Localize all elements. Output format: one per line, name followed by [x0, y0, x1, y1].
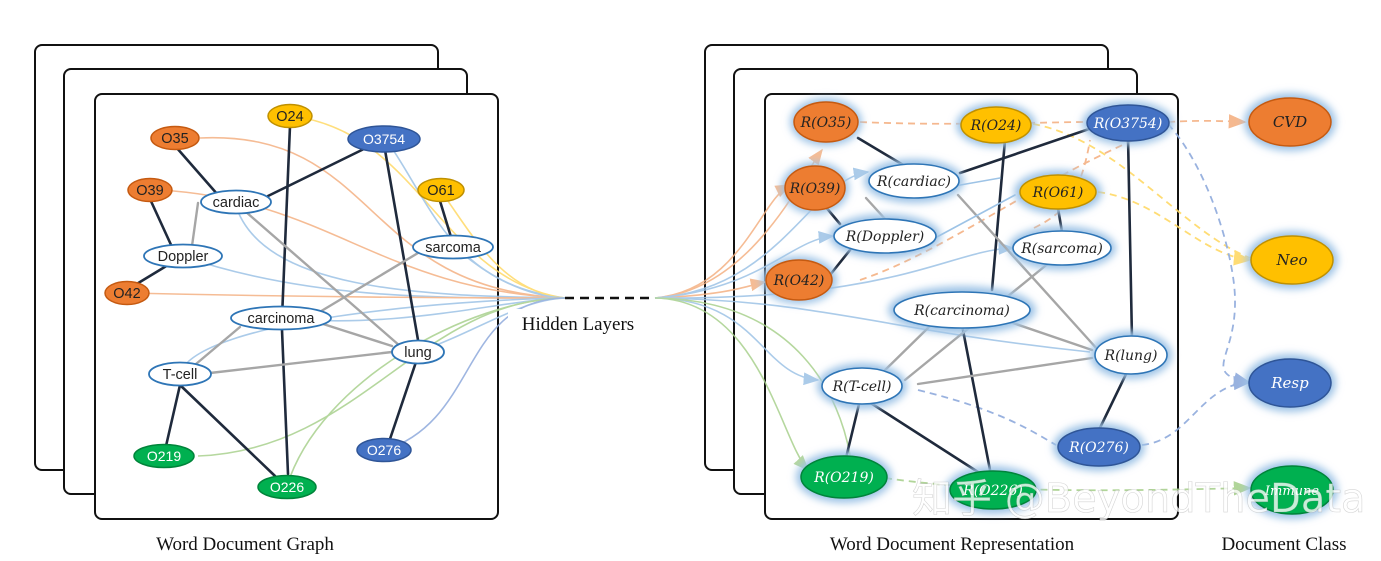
node-tcell: T-cell: [148, 361, 212, 387]
node-lung: lung: [391, 339, 445, 365]
rep-node-tcell: R(T-cell): [817, 363, 907, 409]
node-label: R(O226): [962, 483, 1023, 499]
rep-node-lung: R(lung): [1090, 331, 1172, 379]
node-label: R(cardiac): [876, 174, 951, 190]
node-label: R(lung): [1104, 348, 1158, 364]
class-node-immune: Immune: [1246, 461, 1338, 519]
node-label: lung: [404, 345, 431, 361]
rep-node-o276: R(O276): [1053, 423, 1145, 471]
class-label: Resp: [1270, 374, 1309, 392]
node-label: R(O219): [813, 470, 874, 486]
rep-node-o42: R(O42): [761, 256, 837, 304]
class-nodes: CVD Neo Resp Immune: [1244, 93, 1338, 519]
node-label: O219: [147, 448, 181, 464]
node-o35: O35: [150, 125, 200, 151]
node-label: R(carcinoma): [913, 303, 1010, 319]
rep-node-cardiac: R(cardiac): [864, 159, 964, 203]
caption-document-class: Document Class: [1221, 534, 1346, 555]
class-label: CVD: [1273, 113, 1307, 131]
node-label: O42: [113, 286, 140, 302]
node-label: R(O3754): [1093, 116, 1163, 132]
node-label: O35: [161, 131, 188, 147]
graph-nodes: O35 O24 O3754 O39 O61 cardiac sarcoma Do…: [104, 103, 494, 500]
node-o39: O39: [127, 177, 173, 203]
caption-hidden-layers: Hidden Layers: [522, 314, 634, 335]
node-sarcoma: sarcoma: [412, 234, 494, 260]
node-label: sarcoma: [425, 240, 482, 256]
rep-node-o35: R(O35): [790, 98, 862, 146]
node-label: R(O276): [1068, 440, 1129, 456]
class-edges: [859, 114, 1252, 496]
class-node-neo: Neo: [1246, 231, 1338, 289]
node-o226: O226: [257, 474, 317, 500]
graph-edges: [133, 124, 453, 478]
caption-word-document-graph: Word Document Graph: [156, 534, 334, 555]
node-label: R(O24): [970, 118, 1022, 134]
node-label: R(Doppler): [845, 229, 925, 245]
node-label: cardiac: [213, 195, 260, 211]
node-label: O276: [367, 442, 401, 458]
node-label: O61: [427, 183, 454, 199]
caption-word-document-representation: Word Document Representation: [830, 534, 1075, 555]
class-label: Immune: [1264, 484, 1320, 499]
node-cardiac: cardiac: [200, 189, 272, 215]
node-label: carcinoma: [248, 311, 316, 327]
node-o61: O61: [417, 177, 465, 203]
rep-node-o219: R(O219): [796, 451, 892, 503]
representation-nodes: R(O35) R(O24) R(O3754) R(O39) R(cardiac)…: [761, 98, 1174, 514]
rep-node-carcinoma: R(carcinoma): [888, 286, 1036, 334]
node-label: T-cell: [163, 367, 198, 383]
node-label: R(O42): [773, 273, 825, 289]
node-o42: O42: [104, 280, 150, 306]
rep-node-o61: R(O61): [1014, 170, 1102, 214]
node-doppler: Doppler: [143, 243, 223, 269]
node-o276: O276: [356, 437, 412, 463]
node-carcinoma: carcinoma: [230, 305, 332, 331]
node-label: R(O39): [789, 181, 841, 197]
node-label: O39: [136, 183, 163, 199]
node-label: R(O35): [800, 115, 852, 131]
rep-node-o226: R(O226): [945, 466, 1041, 514]
rep-node-sarcoma: R(sarcoma): [1008, 226, 1116, 270]
node-label: O24: [276, 109, 303, 125]
class-node-resp: Resp: [1244, 354, 1336, 412]
node-o3754: O3754: [347, 125, 421, 153]
node-label: R(T-cell): [832, 379, 892, 395]
hidden-label-bg: [508, 309, 650, 337]
watermark: 知乎 @BeyondTheData: [912, 476, 1366, 522]
node-label: R(O61): [1032, 185, 1084, 201]
flows-into-hidden: [127, 115, 566, 487]
node-label: O3754: [363, 131, 405, 147]
rep-node-o24: R(O24): [956, 103, 1036, 147]
class-node-cvd: CVD: [1244, 93, 1336, 151]
node-o24: O24: [267, 103, 313, 129]
node-o219: O219: [133, 443, 195, 469]
node-label: Doppler: [158, 249, 209, 265]
class-label: Neo: [1275, 251, 1307, 269]
rep-node-o39: R(O39): [781, 162, 849, 214]
rep-node-doppler: R(Doppler): [829, 214, 941, 258]
node-label: O226: [270, 479, 304, 495]
node-label: R(sarcoma): [1020, 241, 1103, 257]
rep-node-o3754: R(O3754): [1082, 101, 1174, 145]
